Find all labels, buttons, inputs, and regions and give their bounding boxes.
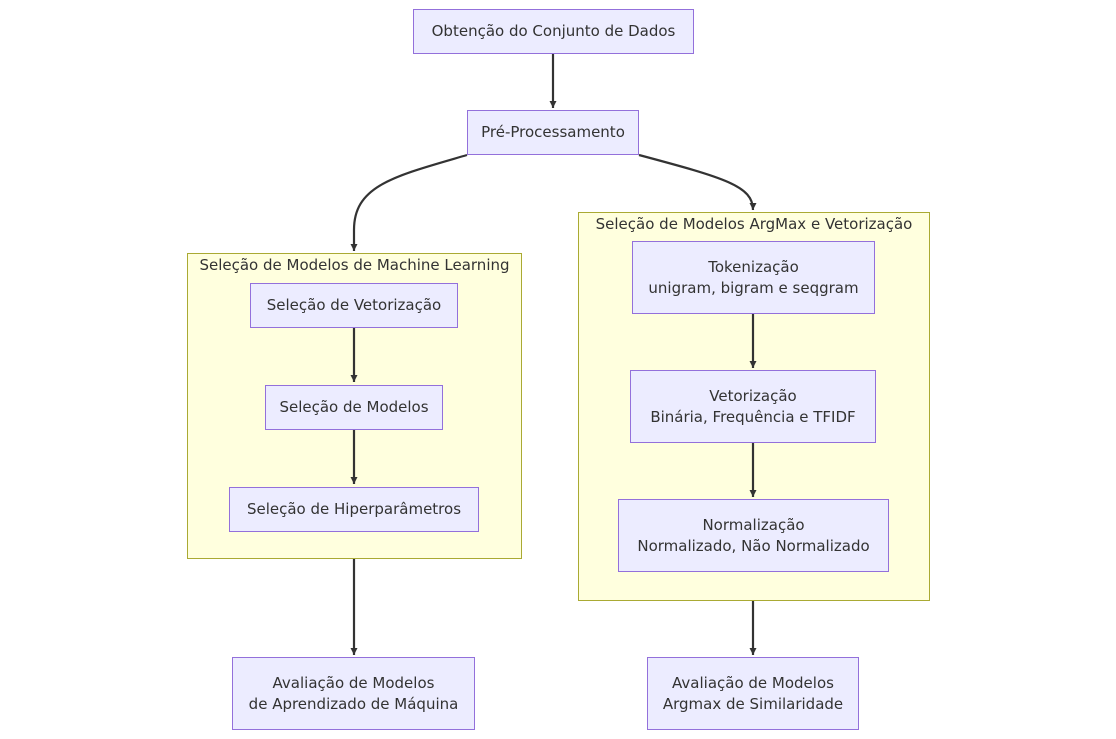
node-selecao-vetorizacao-label: Seleção de Vetorização bbox=[266, 296, 442, 314]
node-pre-processamento: Pré-Processamento bbox=[467, 110, 639, 155]
node-vetorizacao-title: Vetorização bbox=[709, 386, 797, 405]
edge-preprocessamento-to-ml bbox=[350, 153, 468, 251]
node-avaliacao-argmax-detail: Argmax de Similaridade bbox=[662, 694, 844, 713]
node-tokenizacao-detail: unigram, bigram e seqgram bbox=[648, 278, 859, 297]
node-selecao-hiperparametros-label: Seleção de Hiperparâmetros bbox=[246, 500, 462, 518]
cluster-machine-learning-title: Seleção de Modelos de Machine Learning bbox=[199, 256, 510, 274]
node-normalizacao: Normalização Normalizado, Não Normalizad… bbox=[618, 499, 889, 572]
node-obtencao-label: Obtenção do Conjunto de Dados bbox=[431, 22, 676, 40]
cluster-argmax-vetorizacao-title: Seleção de Modelos ArgMax e Vetorização bbox=[595, 215, 913, 233]
edge-preprocessamento-to-argmax bbox=[638, 153, 757, 211]
node-normalizacao-detail: Normalizado, Não Normalizado bbox=[637, 536, 870, 555]
node-selecao-modelos-label: Seleção de Modelos bbox=[279, 398, 429, 416]
node-obtencao-conjunto-dados: Obtenção do Conjunto de Dados bbox=[413, 9, 694, 54]
node-selecao-hiperparametros: Seleção de Hiperparâmetros bbox=[229, 487, 479, 532]
node-avaliacao-ml: Avaliação de Modelos de Aprendizado de M… bbox=[232, 657, 475, 730]
node-normalizacao-title: Normalização bbox=[702, 515, 805, 534]
node-avaliacao-ml-detail: de Aprendizado de Máquina bbox=[248, 694, 459, 713]
node-avaliacao-argmax-title: Avaliação de Modelos bbox=[672, 673, 834, 692]
node-vetorizacao: Vetorização Binária, Frequência e TFIDF bbox=[630, 370, 876, 443]
node-selecao-modelos: Seleção de Modelos bbox=[265, 385, 443, 430]
node-avaliacao-argmax: Avaliação de Modelos Argmax de Similarid… bbox=[647, 657, 859, 730]
node-pre-processamento-label: Pré-Processamento bbox=[481, 123, 625, 141]
node-avaliacao-ml-title: Avaliação de Modelos bbox=[272, 673, 435, 692]
node-tokenizacao: Tokenização unigram, bigram e seqgram bbox=[632, 241, 875, 314]
node-selecao-vetorizacao: Seleção de Vetorização bbox=[250, 283, 458, 328]
node-vetorizacao-detail: Binária, Frequência e TFIDF bbox=[650, 407, 856, 426]
node-tokenizacao-title: Tokenização bbox=[708, 257, 799, 276]
